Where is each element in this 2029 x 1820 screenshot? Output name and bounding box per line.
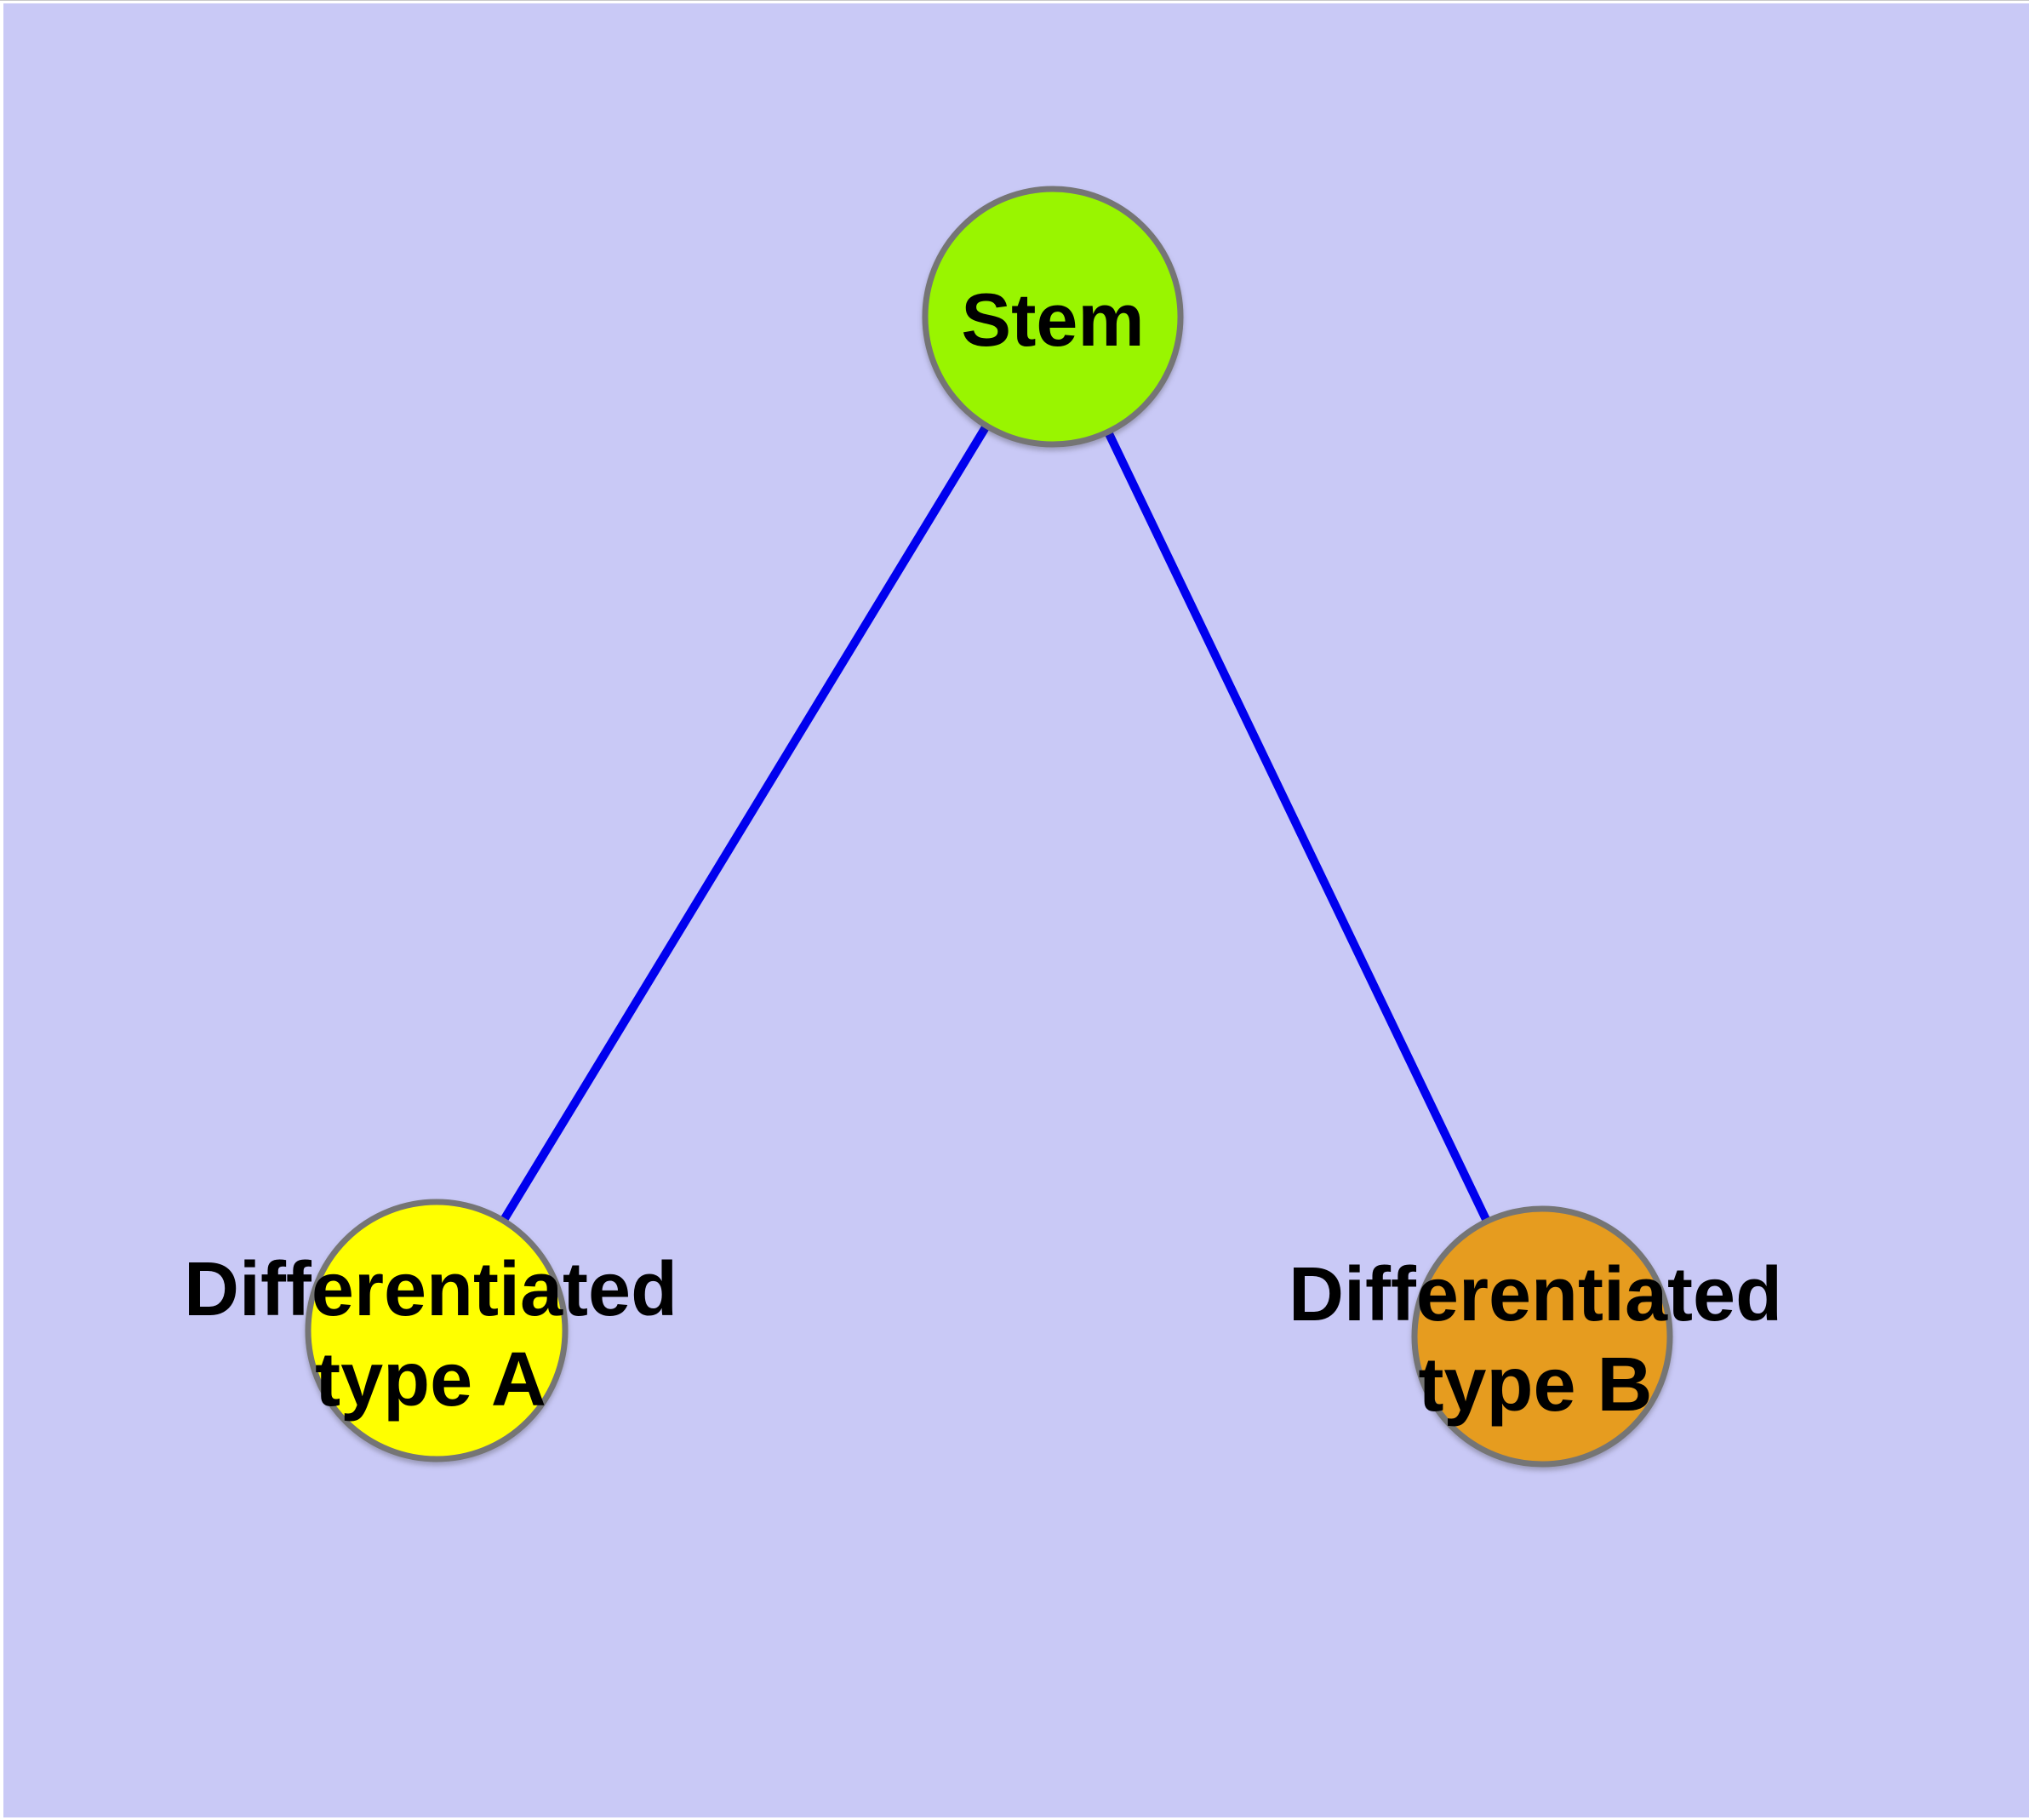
node-stem-circle[interactable] <box>922 186 1184 448</box>
node-differentiated-type-b-circle[interactable] <box>1411 1205 1673 1468</box>
diagram-canvas: Stem Differentiated type A Differentiate… <box>3 3 2029 1817</box>
node-differentiated-type-a-circle[interactable] <box>305 1199 569 1462</box>
edge-stem-to-type-b[interactable] <box>1049 314 1546 1339</box>
edge-stem-to-type-a[interactable] <box>432 314 1057 1333</box>
graph-svg <box>305 186 1673 1468</box>
window-top-edge <box>0 0 2029 1</box>
